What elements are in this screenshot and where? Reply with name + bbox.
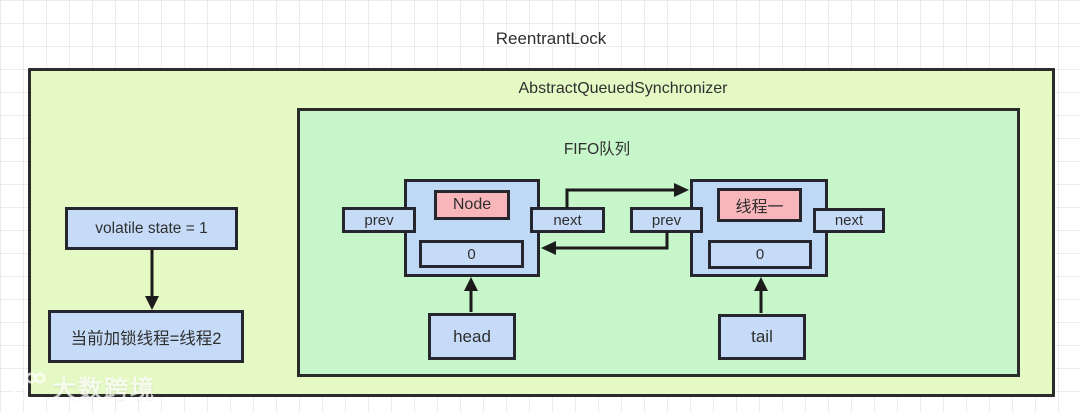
watermark-logo-icon [9,372,46,400]
watermark-text: 大数跨境 [52,376,156,403]
volatile-state-box: volatile state = 1 [65,207,238,250]
node1-prev-box: prev [342,207,416,233]
node1-waitstatus-box: 0 [419,240,524,268]
watermark: 大数跨境 [6,369,156,404]
node2-prev-box: prev [630,207,703,233]
fifo-queue-label: FIFO队列 [563,141,631,158]
node2-title-box: 线程一 [717,188,802,222]
aqs-label: AbstractQueuedSynchronizer [518,80,728,97]
page-title: ReentrantLock [495,29,607,48]
owner-thread-box: 当前加锁线程=线程2 [48,310,244,363]
node2-waitstatus-box: 0 [708,240,812,269]
node2-next-box: next [813,208,885,233]
node1-title-box: Node [434,190,510,220]
node1-next-box: next [530,207,605,233]
head-pointer-box: head [428,313,516,360]
tail-pointer-box: tail [718,314,806,360]
